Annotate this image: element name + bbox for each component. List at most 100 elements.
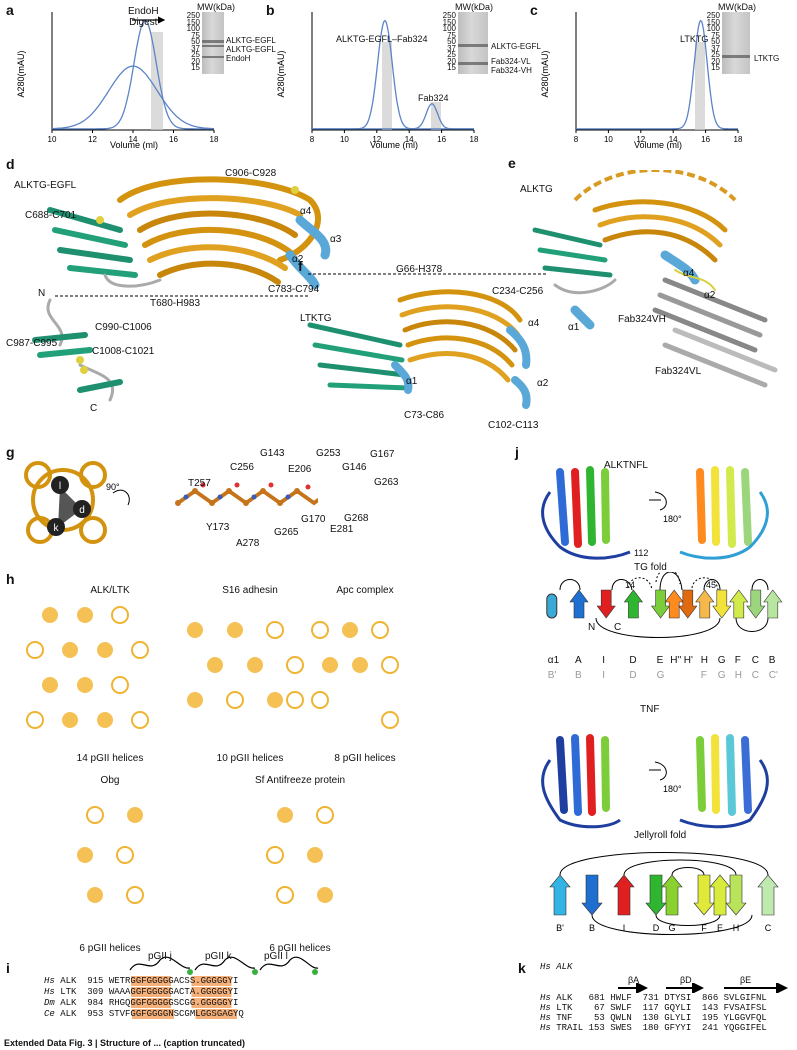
helix-dot <box>307 847 323 863</box>
helix-dot <box>77 607 93 623</box>
panel-label-j: j <box>515 444 519 460</box>
helix-dot <box>311 621 329 639</box>
strand-label-tnf: G <box>717 670 726 681</box>
strand-label: A <box>575 655 582 666</box>
rotation-g: 90° <box>106 482 120 492</box>
x-tick-b: 8 <box>310 135 315 144</box>
helix-dot <box>187 692 203 708</box>
d-label-n: N <box>38 288 46 299</box>
residue-label: T257 <box>188 478 211 489</box>
x-axis-label-a: Volume (ml) <box>110 140 158 150</box>
helix-dot <box>381 656 399 674</box>
mw-tick: 15 <box>447 63 456 72</box>
helix-dot <box>126 886 144 904</box>
d-label-a3: α3 <box>330 234 342 245</box>
helix-dot <box>77 677 93 693</box>
helix-letter-l: l <box>59 481 61 492</box>
k-strand-a: βA <box>628 975 640 985</box>
jelly-label: B <box>589 923 595 933</box>
mw-tick: 75 <box>711 30 720 40</box>
helix-pattern <box>266 806 334 904</box>
strand-arrow <box>651 589 671 619</box>
helix-pattern <box>311 621 399 729</box>
jelly-strand <box>613 874 635 916</box>
helix-dot <box>371 621 389 639</box>
helix-dot <box>187 622 203 638</box>
jelly-strand <box>725 874 747 916</box>
helix-dot <box>276 886 294 904</box>
strand-label-tnf: G <box>656 670 665 681</box>
helix-dot <box>87 887 103 903</box>
helix-dot <box>207 657 223 673</box>
strand-arrow <box>729 589 749 619</box>
pattern-title: ALK/LTK <box>90 585 130 596</box>
pgii-arrows <box>129 956 319 975</box>
strand-label: B <box>768 655 776 666</box>
helix-dot <box>111 676 129 694</box>
helix-dot <box>266 621 284 639</box>
strand-label-tnf: F <box>700 670 707 681</box>
rotation-j-top: 180° <box>663 514 682 524</box>
series-line-b-1 <box>312 103 474 130</box>
strand-label-tnf: H <box>734 670 743 681</box>
k-row: Hs LTK 67 SWLF 117 GQYLI 143 FVSAIFSL <box>540 1003 767 1013</box>
helix-letter-k: k <box>54 523 60 534</box>
x-tick-c: 8 <box>574 135 579 144</box>
strand-arrow <box>664 589 684 619</box>
alignment-row: Hs ALK 915 WETRGGFGGGGGACSS.GGGGGYI <box>44 976 239 986</box>
helix-dot <box>116 846 134 864</box>
mw-title-a: MW(kDa) <box>197 2 235 12</box>
endoh-annotation: EndoH Digest <box>128 6 159 28</box>
gel-b <box>458 12 488 74</box>
mw-tick: 75 <box>191 30 200 40</box>
helix-dot <box>86 806 104 824</box>
pattern-caption: 8 pGII helices <box>334 753 396 764</box>
mw-tick: 250 <box>186 11 200 20</box>
residue-label: A278 <box>236 538 260 549</box>
mw-tick: 250 <box>442 11 456 20</box>
helix-pattern <box>77 806 144 904</box>
structure-j-bottom: 180° <box>541 734 769 829</box>
d-label-a2: α2 <box>292 254 304 265</box>
alignment-row: Ce ALK 953 STVFGGFGGGGNSCGMLGGSGAGYQ <box>44 1009 244 1019</box>
mw-tick: 37 <box>711 43 720 53</box>
panel-label-f: f <box>298 258 303 274</box>
mw-tick: 20 <box>447 56 456 66</box>
d-label-c906: C906-C928 <box>225 168 277 179</box>
residue-label: G167 <box>370 449 395 460</box>
pattern-title: S16 adhesin <box>222 585 278 596</box>
mw-tick: 75 <box>447 30 456 40</box>
helix-pattern <box>187 621 304 709</box>
strand-label: H' <box>683 655 693 666</box>
helix-dot <box>97 642 113 658</box>
e-label-a4: α4 <box>683 268 695 279</box>
k-row: Hs TRAIL 153 SWES 180 GFYYI 241 YQGGIFEL <box>540 1023 767 1033</box>
strand-arrow <box>746 589 766 619</box>
jelly-strand <box>693 874 715 916</box>
e-label-a2: α2 <box>704 290 716 301</box>
jelly-label: I <box>623 923 626 933</box>
strand-label-tnf: I <box>602 670 605 681</box>
n-terminus: N <box>588 622 596 633</box>
helix-dot <box>352 657 368 673</box>
k-row: Hs ALK 681 HWLF 731 DTYSI 866 SVLGIFNL <box>540 993 767 1003</box>
y-axis-label-c: A280(mAU) <box>540 50 550 97</box>
y-axis-label-b: A280(mAU) <box>276 50 286 97</box>
strand-label: I <box>602 655 605 666</box>
f-label-range: G66-H378 <box>396 264 443 275</box>
d-label-c: C <box>90 403 98 414</box>
helix-dot <box>227 622 243 638</box>
d-label-c987: C987-C995 <box>6 338 58 349</box>
figure-caption: Extended Data Fig. 3 | Structure of ... … <box>4 1038 246 1048</box>
helix-dot <box>26 711 44 729</box>
jelly-label: D <box>653 923 660 933</box>
residue-label: Y173 <box>206 522 230 533</box>
x-tick-a: 16 <box>169 135 178 144</box>
d-label-alk: ALKTG-EGFL <box>14 180 77 191</box>
jelly-strand <box>757 874 779 916</box>
jelly-strand <box>661 874 683 916</box>
helix-dot <box>286 656 304 674</box>
jelly-label: E <box>717 923 723 933</box>
x-tick-b: 12 <box>372 135 381 144</box>
